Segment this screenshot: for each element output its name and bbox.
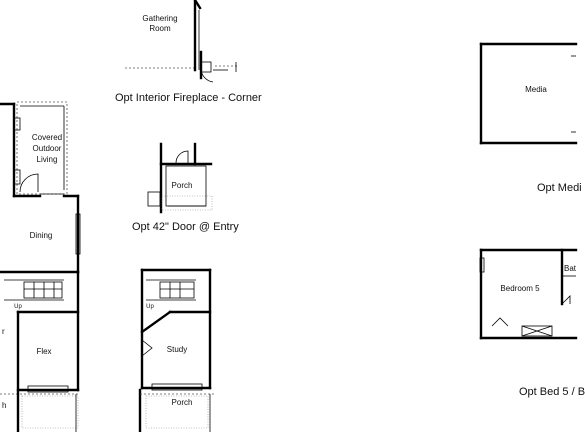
bedroom5-option-plan: Bedroom 5 Bat — [479, 248, 578, 340]
room-label-bath-partial: Bat — [564, 264, 577, 273]
room-label-covered-2: Outdoor — [33, 144, 62, 153]
caption-fireplace-corner: Opt Interior Fireplace - Corner — [115, 92, 262, 104]
room-label-flex: Flex — [36, 347, 51, 356]
caption-bed5: Opt Bed 5 / B — [519, 386, 585, 398]
fireplace-option-plan: Gathering Room — [125, 0, 238, 83]
room-label-covered-3: Living — [37, 155, 58, 164]
room-label-cut-h: h — [2, 401, 6, 410]
room-label-porch-study: Porch — [172, 398, 193, 407]
room-label-up-study: Up — [146, 304, 154, 310]
room-label-gathering-1: Gathering — [142, 14, 177, 23]
room-label-bedroom5: Bedroom 5 — [500, 284, 540, 293]
media-option-plan: Media — [479, 42, 578, 145]
caption-media: Opt Medi — [537, 182, 582, 194]
room-label-cut-r: r — [2, 327, 5, 336]
room-label-gathering-2: Room — [149, 24, 171, 33]
room-label-study: Study — [167, 345, 187, 354]
study-option-plan: Up Study Porch — [138, 268, 214, 432]
room-label-dining: Dining — [30, 231, 53, 240]
room-label-media: Media — [525, 85, 547, 94]
main-floor-plan: Covered Outdoor Living Dining Up Flex r … — [0, 101, 81, 432]
room-label-up-left: Up — [14, 304, 22, 310]
entry-door-option-plan: Porch — [147, 142, 213, 214]
room-label-covered-1: Covered — [32, 133, 62, 142]
caption-door-entry: Opt 42" Door @ Entry — [132, 221, 239, 233]
room-label-porch-door: Porch — [172, 181, 193, 190]
